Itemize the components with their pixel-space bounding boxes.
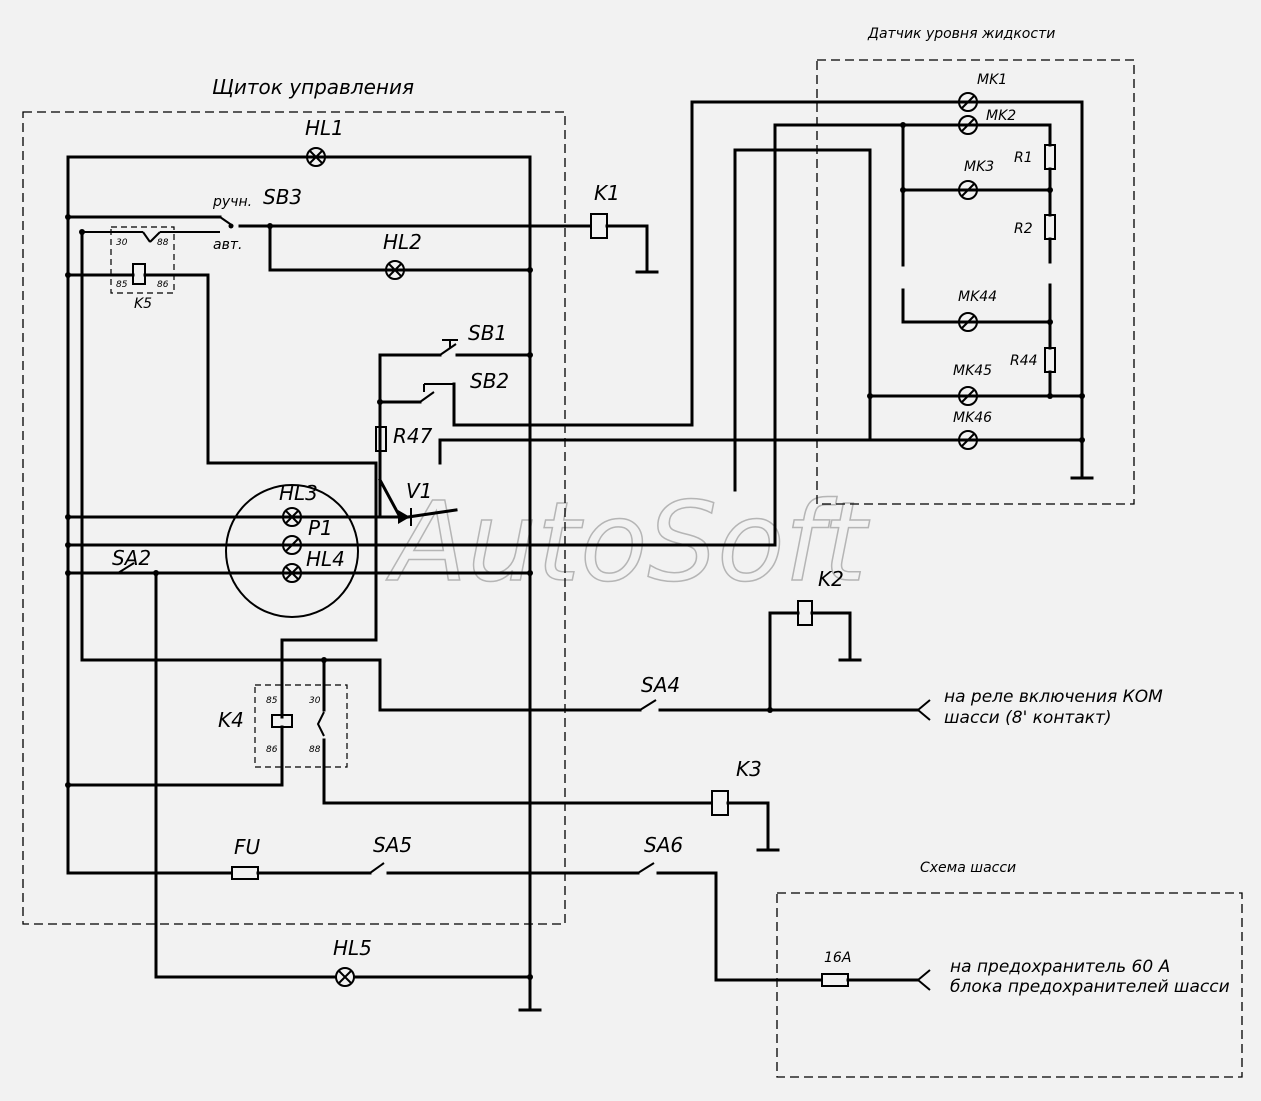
sb1-label: SB1	[468, 321, 507, 345]
k4-relay-border	[254, 684, 348, 768]
k5-relay-border	[110, 226, 175, 294]
sa5-label: SA5	[373, 833, 412, 857]
sa4-label: SA4	[641, 673, 680, 697]
k4-label: K4	[218, 708, 244, 732]
svg-text:88: 88	[309, 745, 321, 755]
p1-label: P1	[308, 516, 333, 540]
level-sensor-border	[816, 59, 1135, 505]
sb3-label: SB3	[263, 185, 302, 209]
mk45-label: MK45	[953, 363, 992, 379]
sa6-label: SA6	[644, 833, 683, 857]
mk1-label: MK1	[977, 72, 1007, 88]
svg-text:86: 86	[157, 280, 169, 290]
kom-text-1: на реле включения КОМ	[944, 687, 1163, 707]
mk44-label: MK44	[958, 289, 997, 305]
r44-label: R44	[1010, 353, 1038, 369]
fu-label: FU	[234, 835, 261, 859]
k3-label: K3	[736, 757, 762, 781]
hl4-label: HL4	[306, 547, 345, 571]
sb3-manual-label: ручн.	[212, 194, 252, 210]
sa2-label: SA2	[112, 546, 151, 570]
chassis-title: Схема шасси	[920, 860, 1016, 876]
bus-left	[66, 155, 232, 875]
bus-right	[66, 155, 532, 1012]
control-panel-border	[22, 111, 566, 925]
v1-label: V1	[406, 479, 432, 503]
fuse-text-1: на предохранитель 60 А	[950, 957, 1170, 977]
svg-text:30: 30	[116, 238, 128, 248]
k5-label: K5	[134, 296, 152, 312]
junctions	[65, 122, 1085, 980]
svg-text:85: 85	[266, 696, 278, 706]
hl5-label: HL5	[333, 936, 372, 960]
k2-label: K2	[818, 567, 844, 591]
svg-text:86: 86	[266, 745, 278, 755]
kom-text-2: шасси (8' контакт)	[944, 708, 1112, 728]
mk3-label: MK3	[964, 159, 994, 175]
hl3-label: HL3	[279, 481, 318, 505]
svg-text:88: 88	[157, 238, 169, 248]
sb3-auto-label: авт.	[213, 237, 242, 253]
r2-label: R2	[1014, 221, 1033, 237]
fuse-text-2: блока предохранителей шасси	[950, 977, 1230, 997]
svg-text:85: 85	[116, 280, 128, 290]
hl1-label: HL1	[305, 116, 344, 140]
mk46-label: MK46	[953, 410, 992, 426]
control-panel-title: Щиток управления	[212, 75, 414, 99]
watermark: AutoSoft	[386, 478, 870, 606]
hl2-label: HL2	[383, 230, 422, 254]
r47-label: R47	[393, 424, 433, 448]
k1-label: K1	[594, 181, 620, 205]
chassis-border	[776, 892, 1243, 1078]
level-sensor-title: Датчик уровня жидкости	[867, 26, 1055, 42]
fuse-16a-label: 16A	[824, 950, 851, 966]
sb2-label: SB2	[470, 369, 509, 393]
svg-text:30: 30	[309, 696, 321, 706]
r1-label: R1	[1014, 150, 1033, 166]
mk2-label: MK2	[986, 108, 1016, 124]
